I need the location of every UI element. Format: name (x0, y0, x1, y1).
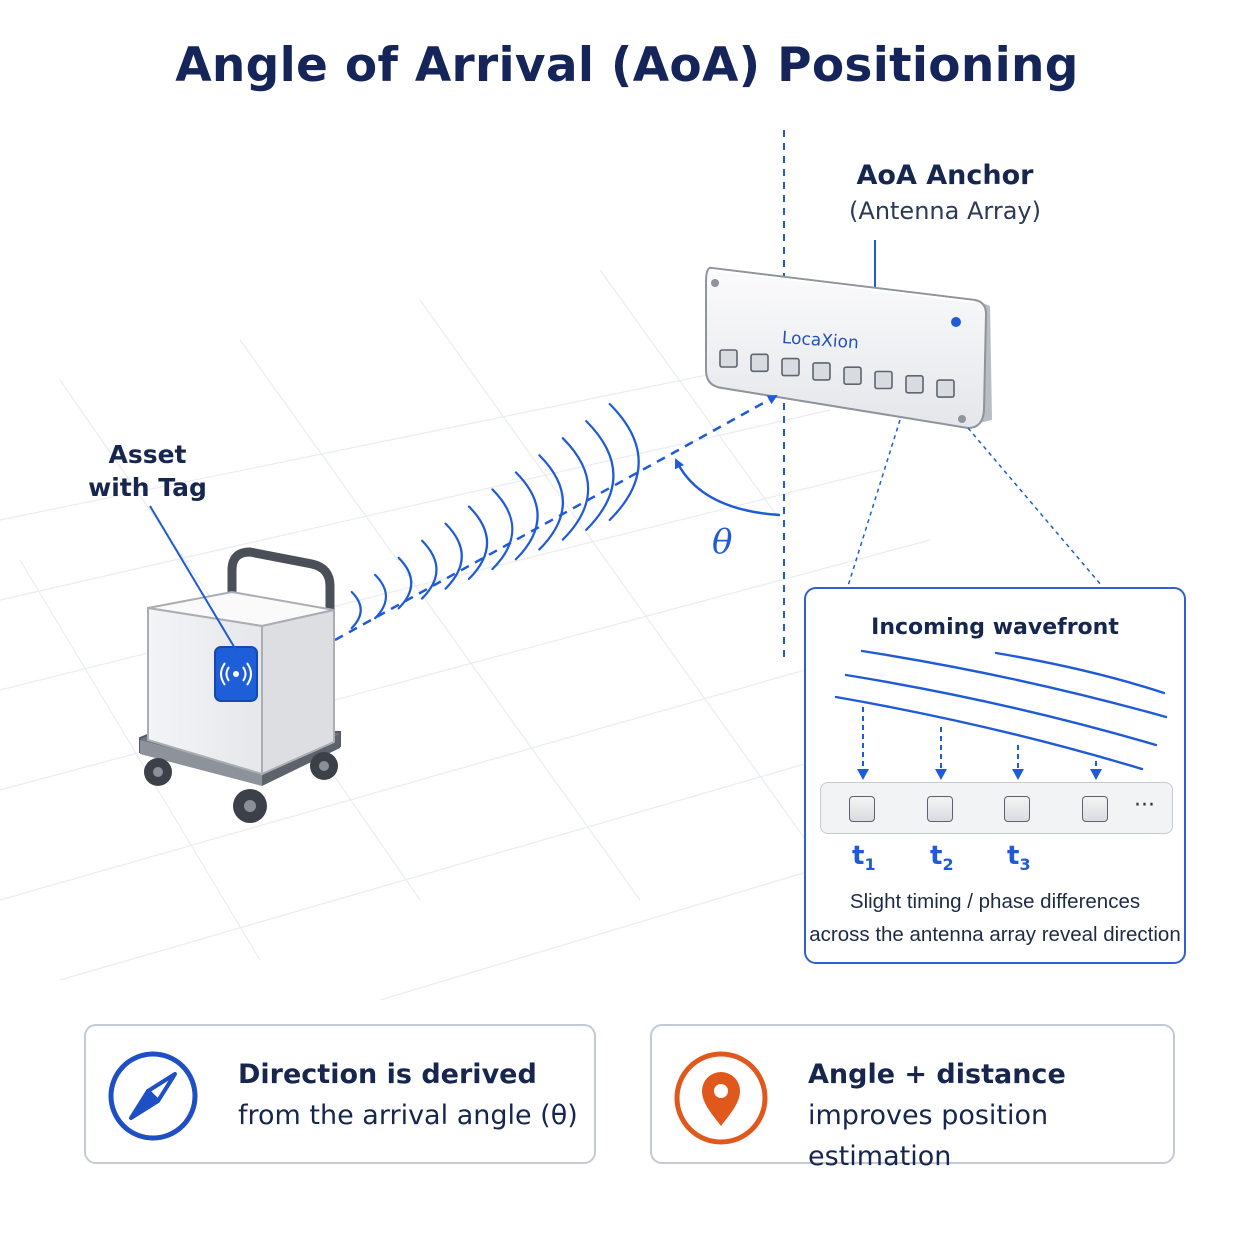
radio-wave-arc (420, 539, 438, 600)
time-label-t2: t2 (930, 841, 954, 874)
position-card-text: Angle + distance improves position estim… (808, 1054, 1173, 1177)
antenna-element-4 (1082, 796, 1108, 822)
asset-tag (214, 646, 258, 702)
radio-wave-arc (444, 522, 463, 590)
asset-label-connector (149, 505, 237, 651)
antenna-array-bar: ··· (820, 782, 1173, 834)
radio-wave-arc (514, 471, 539, 561)
timing-note-line2: across the antenna array reveal directio… (809, 923, 1181, 946)
radio-wave-arc (491, 488, 514, 571)
anchor-antenna-element (936, 379, 955, 398)
arrival-arrow-head (1012, 769, 1024, 780)
zoom-line-right (967, 427, 1103, 587)
radio-wave-arc (538, 454, 564, 551)
position-info-card: Angle + distance improves position estim… (650, 1024, 1175, 1172)
direction-info-card: Direction is derived from the arrival an… (84, 1024, 596, 1164)
wavefront-title: Incoming wavefront (871, 615, 1119, 640)
radio-wave-arc (608, 402, 640, 522)
time-label-t3: t3 (1007, 841, 1031, 874)
floor-grid (0, 269, 1181, 1001)
direction-card-line1: Direction is derived (238, 1059, 537, 1090)
antenna-element-2 (927, 796, 953, 822)
radio-wave-arc (350, 590, 362, 630)
anchor-antenna-elements (719, 349, 955, 398)
angle-theta-label: θ (712, 522, 733, 562)
anchor-antenna-element (843, 366, 862, 386)
radio-wave-arc (374, 573, 388, 620)
zoom-line-left (847, 419, 901, 587)
timing-note: Slight timing / phase differences across… (806, 885, 1184, 951)
timing-note-line1: Slight timing / phase differences (849, 890, 1141, 913)
time-label-t1: t1 (852, 841, 876, 874)
angle-arc (674, 458, 781, 517)
location-pin-icon (674, 1051, 768, 1145)
asset-label: Asset with Tag (60, 438, 235, 504)
anchor-antenna-element (874, 370, 893, 390)
asset-label-line1: Asset (108, 440, 187, 469)
radio-wave-arc (561, 437, 590, 541)
direction-card-text: Direction is derived from the arrival an… (238, 1054, 578, 1136)
direction-card-line2: from the arrival angle (θ) (238, 1100, 578, 1131)
antenna-element-3 (1004, 796, 1030, 822)
arrival-arrow-head (857, 769, 869, 780)
wavefront-diagram (834, 649, 1168, 780)
anchor-antenna-element (719, 349, 738, 368)
wavefront-inset-panel: Incoming wavefront ··· t1 t2 t3 Slight t… (804, 587, 1186, 964)
position-card-line1: Angle + distance (808, 1059, 1066, 1090)
anchor-antenna-element (812, 362, 831, 381)
position-card-line2: improves position estimation (808, 1100, 1049, 1172)
arrival-arrow-head (1090, 769, 1102, 780)
compass-icon (108, 1051, 198, 1141)
anchor-antenna-element (905, 374, 924, 394)
page-title: Angle of Arrival (AoA) Positioning (175, 38, 1079, 93)
radio-wave-arc (585, 419, 615, 531)
arrival-arrow-head (935, 769, 947, 780)
more-antennas-ellipsis: ··· (1134, 793, 1155, 818)
anchor-antenna-element (750, 353, 769, 373)
antenna-element-1 (849, 796, 875, 822)
radio-wave-arc (397, 556, 413, 610)
radio-wave-arc (467, 505, 489, 581)
wavefront-lines (834, 649, 1168, 771)
radio-wave-arcs (350, 402, 640, 630)
anchor-antenna-element (781, 357, 800, 377)
anchor-subtitle: (Antenna Array) (849, 197, 1041, 225)
anchor-title: AoA Anchor (856, 160, 1034, 191)
arrival-arrows (857, 707, 1102, 780)
asset-label-line2: with Tag (88, 473, 207, 502)
signal-direction-line (334, 394, 778, 642)
